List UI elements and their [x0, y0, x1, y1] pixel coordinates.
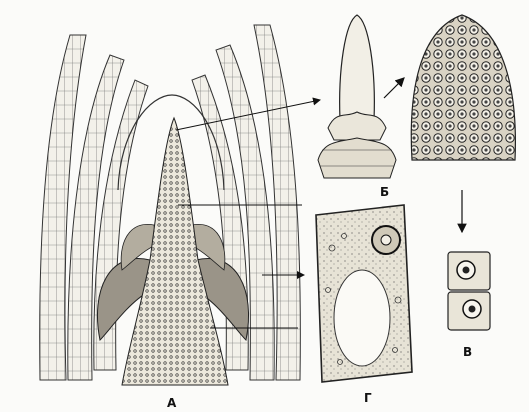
apex-bracts-upper — [328, 112, 386, 140]
figure-v-two-cells — [448, 252, 490, 330]
label-a: А — [167, 396, 177, 410]
apex-dome — [340, 15, 375, 120]
vacuole — [334, 270, 390, 366]
meristem-cell-mass — [411, 15, 515, 160]
figure-meristem-cells — [411, 15, 515, 160]
label-v: В — [463, 345, 472, 359]
arrow-to-cells — [384, 78, 404, 98]
figure-g-large-cell — [316, 205, 412, 382]
apex-bracts-lower — [318, 138, 396, 178]
label-g: Г — [364, 391, 372, 405]
figure-b-apex — [318, 15, 396, 178]
label-b: Б — [380, 185, 389, 199]
